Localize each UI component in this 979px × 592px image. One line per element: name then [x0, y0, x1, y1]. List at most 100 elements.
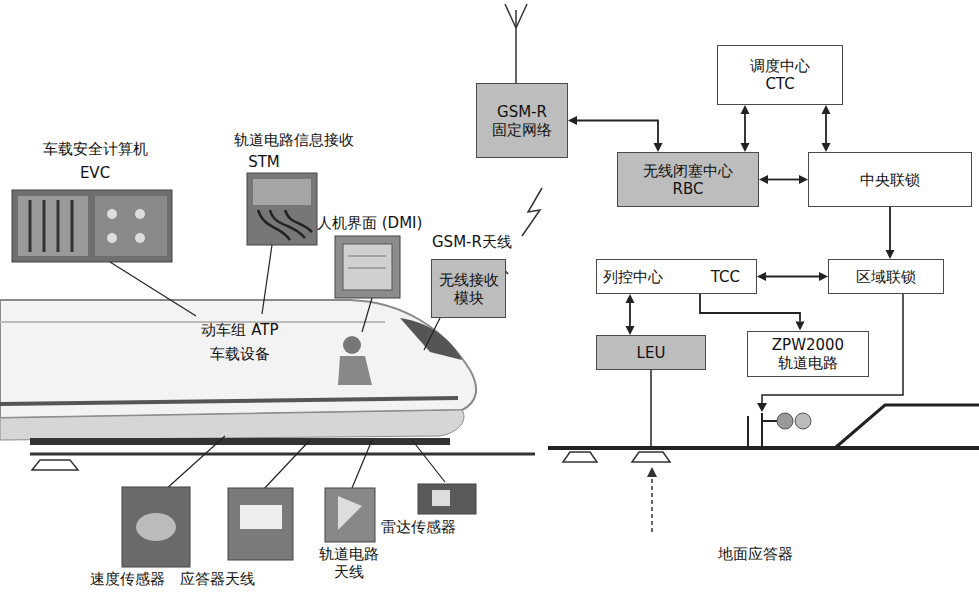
sensor-label: 轨道电路 天线: [318, 545, 380, 581]
node-text: 轨道电路: [778, 354, 838, 372]
photo-detail: [348, 268, 386, 269]
arrow-head: [741, 143, 750, 152]
train-body: [0, 300, 476, 418]
photo-screen: [343, 244, 392, 290]
connector-line: [577, 121, 658, 144]
driver-head: [343, 336, 361, 354]
signal-lamp: [777, 413, 793, 429]
arrow-head: [799, 175, 808, 184]
connector-arrow: [626, 294, 635, 335]
connector-arrow: [700, 294, 805, 331]
photo-detail: [43, 200, 46, 252]
radio-symbol: [522, 188, 542, 236]
sensor-label: 雷达传感器: [381, 518, 456, 536]
node-text: ZPW2000: [772, 336, 844, 354]
arrow-head: [822, 105, 831, 114]
leu-box: LEU: [596, 335, 706, 370]
speed-sensor-photo: [122, 487, 190, 567]
arrow-head: [796, 322, 805, 331]
connector-line: [825, 114, 827, 143]
tcc-box: 列控中心 TCC: [596, 259, 757, 294]
turnout-rail: [835, 405, 979, 448]
photo-detail: [135, 233, 145, 243]
dmi-photo: [335, 236, 400, 298]
node-text: 无线闭塞中心: [643, 162, 733, 180]
rail: [30, 453, 535, 456]
leader-line: [412, 440, 445, 482]
balise-symbol: [632, 452, 670, 462]
photo-detail: [348, 256, 386, 257]
arrow-head: [819, 272, 828, 281]
photo-detail: [135, 209, 145, 219]
signal-arm: [762, 420, 777, 422]
train-stripe: [0, 398, 458, 404]
connector-arrow: [822, 105, 831, 152]
antenna-mast: [505, 4, 516, 28]
photo-detail: [136, 513, 176, 541]
photo-detail: [107, 209, 117, 219]
node-text: 固定网络: [492, 121, 552, 139]
photo-detail: [432, 490, 450, 506]
arrow-head: [757, 272, 766, 281]
photo-frame: [335, 236, 400, 298]
arrow-head: [654, 143, 663, 152]
cab-window: [400, 318, 462, 360]
photo-detail: [338, 496, 362, 530]
photo-detail: [107, 233, 117, 243]
photo-frame: [12, 190, 172, 262]
leader-line: [424, 318, 440, 350]
leader-line: [110, 262, 196, 316]
interlocking-box: 中央联锁: [808, 152, 972, 207]
wayside-drawing: [505, 4, 979, 532]
node-text: LEU: [637, 344, 666, 362]
train-skirt: [0, 410, 464, 440]
train-drawing: [0, 300, 535, 470]
leader-line: [262, 440, 310, 491]
evc-photo: [12, 190, 172, 262]
signal-post: [761, 413, 763, 446]
leu-cable: [650, 370, 652, 447]
arrow-head: [741, 105, 750, 114]
dashed-pointer: [651, 476, 653, 532]
photo-panel: [253, 179, 311, 205]
node-text: CTC: [765, 75, 794, 93]
connector-line: [744, 114, 746, 143]
antenna-label: GSM-R天线: [432, 233, 512, 251]
node-text: 中央联锁: [860, 171, 920, 189]
sensor-label: 应答器天线: [180, 570, 255, 588]
driver-body: [338, 356, 372, 385]
photo-detail: [57, 200, 60, 252]
train-label: 车载设备: [210, 345, 270, 363]
underframe: [30, 438, 450, 445]
leader-line: [165, 436, 225, 490]
balise-symbol: [563, 452, 597, 462]
node-text: 无线接收模块: [436, 271, 501, 307]
arrow-head: [759, 175, 768, 184]
arrow-head: [647, 467, 657, 477]
sensor-label: 速度传感器: [90, 570, 165, 588]
interlocking-box: 区域联锁: [828, 259, 944, 294]
signal-lamp: [795, 413, 811, 429]
leader-line: [262, 245, 272, 314]
arrow-head: [626, 294, 635, 303]
rail: [548, 446, 979, 450]
connector-arrow: [757, 272, 828, 281]
node-text: 列控中心: [603, 268, 663, 286]
node-text: 区域联锁: [856, 268, 916, 286]
photo-caption: 人机界面 (DMI): [317, 214, 422, 232]
track-antenna-photo: [325, 488, 375, 542]
sensor-photos: [122, 484, 476, 567]
photo-detail: [71, 200, 74, 252]
photo-detail: [29, 200, 32, 252]
radio-module-box: 无线接收模块: [431, 259, 506, 318]
rbc-box: 无线闭塞中心RBC: [617, 152, 759, 207]
node-text: GSM-R: [497, 103, 547, 121]
photo-caption: EVC: [80, 164, 110, 182]
connector-line: [700, 294, 800, 322]
center-box: 调度中心CTC: [717, 45, 843, 105]
node-text: TCC: [711, 268, 740, 286]
stm-photo: [247, 173, 317, 245]
radar-photo: [418, 484, 476, 514]
photo-detail: [240, 505, 282, 529]
antenna-mast: [515, 10, 517, 83]
